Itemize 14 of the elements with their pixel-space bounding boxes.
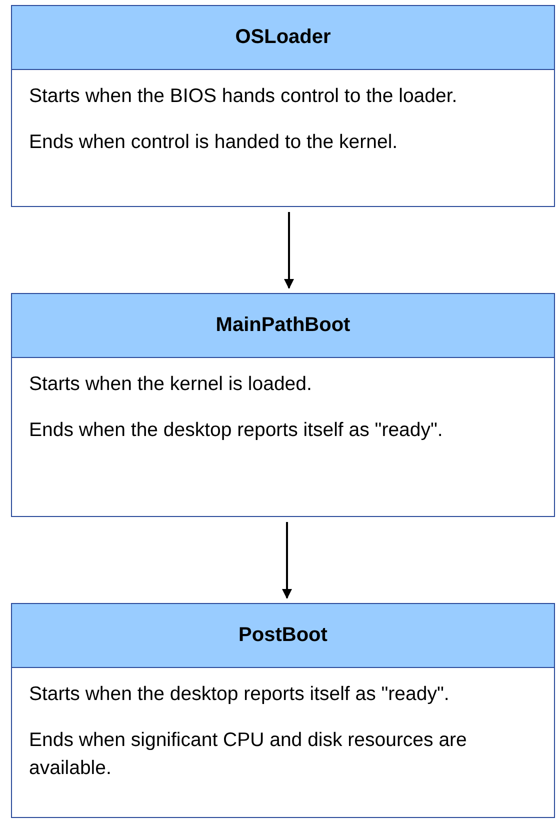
stage-box (11, 293, 555, 517)
arrow (284, 212, 294, 289)
stage-description: Starts when the BIOS hands control to the loader. (29, 84, 458, 109)
stage-description: Starts when the desktop reports itself as "ready". (29, 682, 450, 707)
arrow (282, 522, 292, 599)
stage-title: OSLoader (12, 6, 554, 70)
stage-title: PostBoot (12, 604, 554, 668)
stage-box (11, 5, 555, 207)
stage-description: Starts when the kernel is loaded. (29, 372, 313, 397)
stage-title: MainPathBoot (12, 294, 554, 358)
stage-description: Ends when significant CPU and disk resources are available. (29, 728, 468, 781)
stage-description: Ends when the desktop reports itself as "ready". (29, 418, 444, 443)
stage-box (11, 603, 555, 818)
stage-description: Ends when control is handed to the kernel. (29, 130, 399, 155)
